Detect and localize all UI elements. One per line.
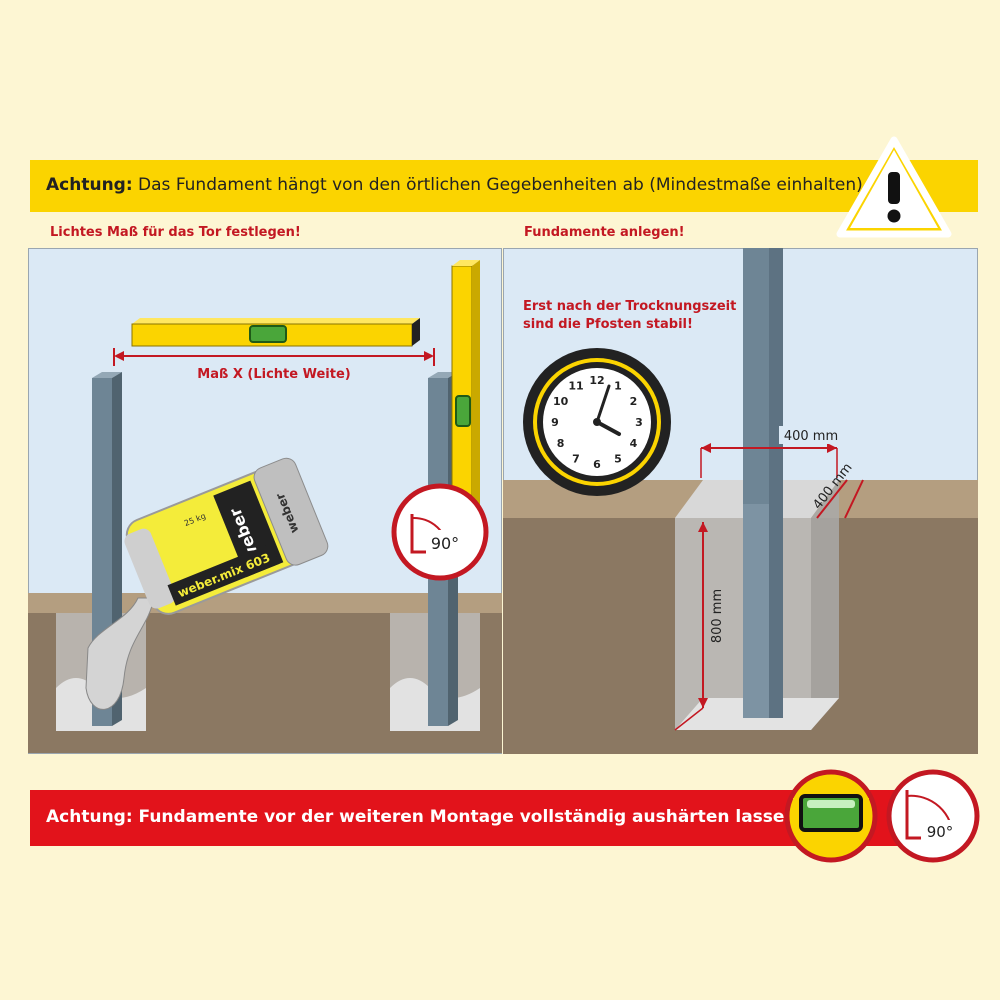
clock-number: 10	[553, 395, 569, 408]
vertical-spirit-level	[451, 260, 480, 517]
top-warning-label: Achtung:	[46, 175, 133, 195]
right-angle-badge-icon: 90°	[886, 769, 980, 863]
clock-number: 5	[614, 452, 622, 465]
top-warning-text: Achtung: Das Fundament hängt von den ört…	[46, 175, 868, 195]
top-warning-message: Das Fundament hängt von den örtlichen Ge…	[132, 175, 869, 195]
foundation-post	[743, 248, 783, 718]
clock-number: 1	[614, 380, 622, 393]
measure-x-dimension: Maß X (Lichte Weite)	[113, 348, 435, 382]
angle-label: 90°	[431, 534, 459, 553]
width-dimension: 400 mm	[700, 426, 841, 478]
warning-triangle-icon	[836, 136, 952, 238]
measure-x-label: Maß X (Lichte Weite)	[197, 367, 350, 382]
clock-number: 2	[630, 395, 638, 408]
top-warning-banner: Achtung: Das Fundament hängt von den ört…	[30, 160, 978, 212]
clock-number: 3	[635, 416, 643, 429]
right-panel-title: Fundamente anlegen!	[524, 225, 685, 240]
height-dimension: 800 mm	[674, 522, 725, 731]
spirit-level-badge-icon	[784, 769, 878, 863]
width-dimension-label: 400 mm	[784, 429, 838, 444]
left-panel-illustration: Maß X (Lichte Weite) 90° weber weber.mix…	[28, 248, 502, 754]
drying-note-line1: Erst nach der Trocknungszeit	[523, 299, 736, 314]
right-panel-illustration: 400 mm 400 mm 800 mm Erst nach der Trock…	[503, 248, 978, 754]
clock-number: 4	[630, 437, 638, 450]
clock-number: 11	[568, 380, 583, 393]
clock-number: 6	[593, 458, 601, 471]
bottom-warning-text: Achtung: Fundamente vor der weiteren Mon…	[46, 807, 805, 827]
left-panel-title: Lichtes Maß für das Tor festlegen!	[50, 225, 301, 240]
clock-hour-hand	[595, 420, 621, 436]
clock-number: 12	[589, 374, 604, 387]
clock-number: 8	[557, 437, 565, 450]
height-dimension-label: 800 mm	[710, 589, 725, 643]
clock-number: 7	[572, 452, 580, 465]
clock-number: 9	[551, 416, 559, 429]
drying-note-line2: sind die Pfosten stabil!	[523, 317, 693, 332]
clock-minute-hand	[595, 384, 611, 424]
horizontal-spirit-level	[131, 318, 420, 347]
right-angle-badge: 90°	[391, 483, 489, 581]
bottom-angle-label: 90°	[927, 823, 954, 841]
